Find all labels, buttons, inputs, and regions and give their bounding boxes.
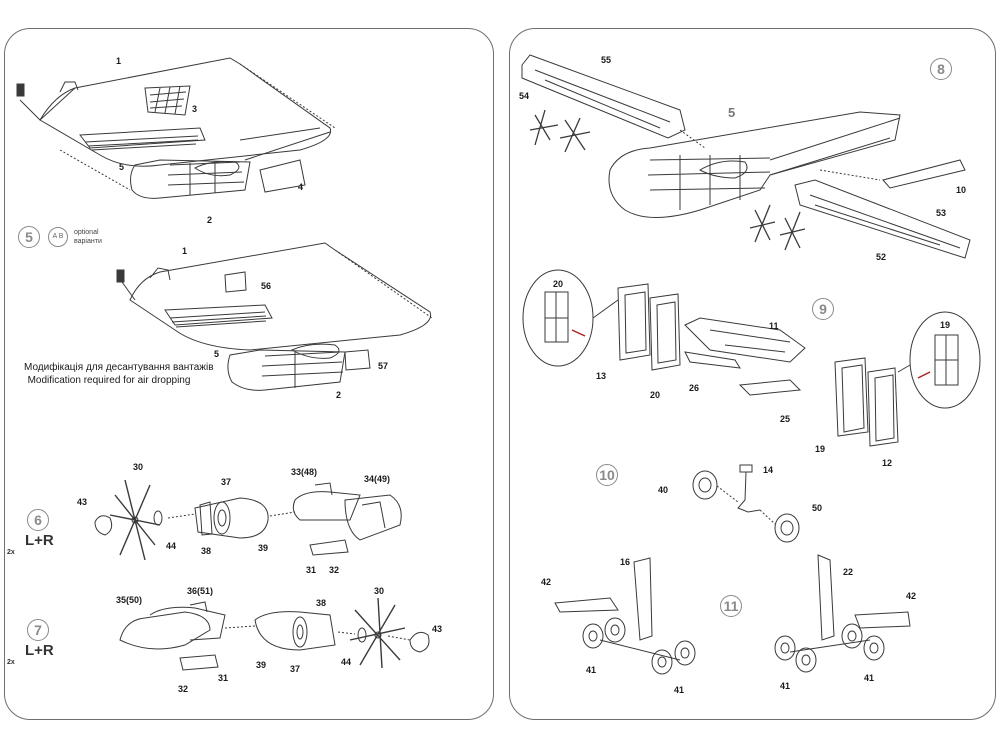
part-label: 57 [378, 361, 389, 371]
quantity-marker-6: 2x [7, 549, 15, 556]
step-number-6: 6 [27, 509, 49, 531]
part-label: 37 [221, 477, 232, 487]
step-number-5: 5 [18, 226, 40, 248]
right-instruction-panel [509, 28, 996, 720]
part-label: 10 [956, 185, 967, 195]
part-label: 43 [77, 497, 88, 507]
part-label: 53 [936, 208, 947, 218]
optional-text-ua: варіанти [74, 238, 102, 245]
part-label: 39 [258, 543, 269, 553]
part-label: 31 [218, 673, 229, 683]
part-label: 16 [620, 557, 631, 567]
part-label: 52 [876, 252, 887, 262]
engine-assembly-step6 [94, 479, 402, 561]
gear-doors-step11 [554, 554, 911, 675]
fuselage-assembly-step5 [16, 57, 336, 199]
part-label: 44 [166, 541, 177, 551]
part-label: 5 [728, 105, 736, 120]
part-label: 44 [341, 657, 352, 667]
step-number-11: 11 [720, 595, 742, 617]
step-number-7: 7 [27, 619, 49, 641]
part-label: 26 [689, 383, 700, 393]
optional-variant-icon: A B [48, 227, 68, 247]
part-label: 1 [182, 246, 188, 256]
part-label: 25 [780, 414, 791, 424]
left-instruction-panel [4, 28, 494, 720]
part-label: 34(49) [364, 474, 391, 484]
step-number-8: 8 [930, 58, 952, 80]
part-label: 31 [306, 565, 317, 575]
step-number-9: 9 [812, 298, 834, 320]
part-label: 20 [650, 390, 661, 400]
modification-note-ua: Модифікація для десантування вантажів [24, 362, 214, 373]
part-label: 41 [780, 681, 791, 691]
part-label: 14 [763, 465, 774, 475]
part-label: 40 [658, 485, 669, 495]
part-label: 30 [133, 462, 144, 472]
part-label: 2 [336, 390, 342, 400]
part-label: 22 [843, 567, 854, 577]
part-label: 3 [192, 104, 198, 114]
part-label: 13 [596, 371, 607, 381]
part-label: 38 [316, 598, 327, 608]
part-label: 35(50) [116, 595, 143, 605]
part-label: 43 [432, 624, 443, 634]
part-label: 19 [815, 444, 826, 454]
engine-assembly-step7 [119, 597, 430, 671]
gear-leg-step10 [692, 464, 800, 543]
part-label: 4 [298, 182, 304, 192]
wing-assembly-step8 [521, 54, 971, 259]
modification-note-en: Modification required for air dropping [27, 375, 191, 386]
part-label: 12 [882, 458, 893, 468]
part-label: 37 [290, 664, 301, 674]
part-label: 36(51) [187, 586, 214, 596]
part-label: 39 [256, 660, 267, 670]
part-label: 5 [119, 162, 125, 172]
part-label: 2 [207, 215, 213, 225]
tail-assembly-step9 [522, 269, 981, 447]
left-right-marker-7: L+R [25, 642, 54, 659]
part-label: 32 [329, 565, 340, 575]
part-label: 38 [201, 546, 212, 556]
optional-text-en: optional [74, 229, 99, 236]
part-label: 41 [674, 685, 685, 695]
part-label: 19 [940, 320, 951, 330]
left-right-marker-6: L+R [25, 532, 54, 549]
part-label: 41 [864, 673, 875, 683]
fuselage-airdrop-variant [116, 242, 433, 391]
part-label: 55 [601, 55, 612, 65]
part-label: 1 [116, 56, 122, 66]
part-label: 56 [261, 281, 272, 291]
part-label: 33(48) [291, 467, 318, 477]
part-label: 42 [541, 577, 552, 587]
step-number-10: 10 [596, 464, 618, 486]
part-label: 20 [553, 279, 564, 289]
part-label: 42 [906, 591, 917, 601]
part-label: 32 [178, 684, 189, 694]
part-label: 5 [214, 349, 220, 359]
part-label: 41 [586, 665, 597, 675]
part-label: 30 [374, 586, 385, 596]
part-label: 11 [769, 321, 779, 331]
part-label: 50 [812, 503, 823, 513]
quantity-marker-7: 2x [7, 659, 15, 666]
part-label: 54 [519, 91, 530, 101]
